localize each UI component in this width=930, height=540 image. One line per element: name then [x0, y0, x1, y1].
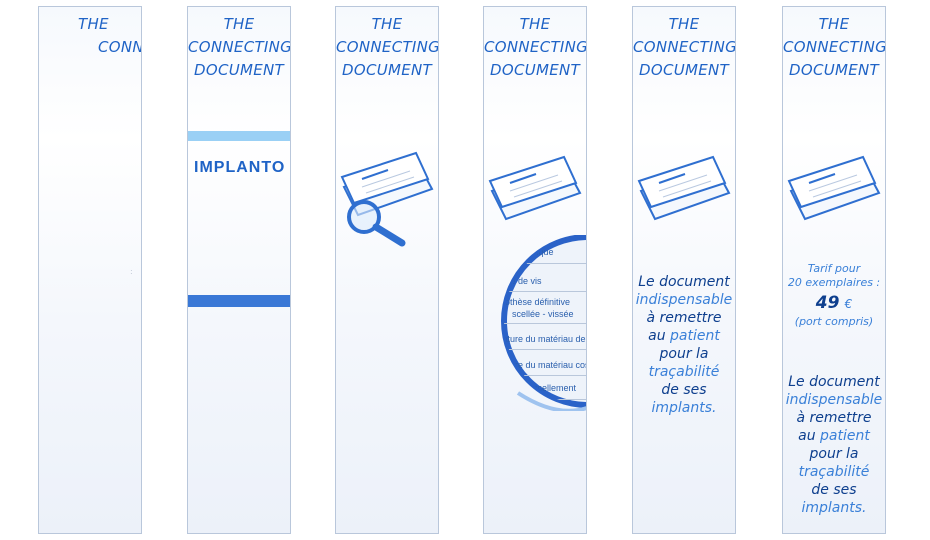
- headline-line: THE: [519, 15, 551, 33]
- panel-4: THE CONNECTING DOCUMENT ier prothétique …: [483, 6, 587, 534]
- panel-5: THE CONNECTING DOCUMENT Le document indi…: [632, 6, 736, 534]
- message-line: à remettre: [796, 410, 872, 426]
- lens-row: Type de vis: [504, 271, 586, 292]
- panel-2: THE CONNECTING DOCUMENT IMPLANTO: [187, 6, 291, 534]
- message-line: au: [798, 428, 816, 444]
- headline-line: CONNECTING: [783, 38, 886, 56]
- headline-line: CONNECTING: [336, 38, 439, 56]
- headline-line: DOCUMENT: [193, 61, 284, 79]
- headline: THE CONNECTING DOCUMENT: [783, 13, 885, 82]
- price-line: Tarif pour: [807, 262, 861, 275]
- document-icon: [488, 155, 582, 221]
- price-line: 20 exemplaires :: [787, 276, 881, 289]
- message-line: au: [648, 328, 666, 344]
- lens-row: Nature du matériau cose: [504, 355, 586, 376]
- headline-line: THE: [78, 15, 109, 33]
- message-line: implants.: [651, 400, 717, 416]
- lens-row: Prothèse définitive: [496, 297, 571, 307]
- panel-1: THE CONNI :: [38, 6, 142, 534]
- headline-line: THE: [223, 15, 255, 33]
- message-line: Le document: [788, 374, 880, 390]
- lens-row: Nature du matériau de c: [504, 329, 586, 350]
- headline: THE CONNECTING DOCUMENT: [484, 13, 586, 82]
- headline-line: THE: [371, 15, 403, 33]
- message-line: indispensable: [785, 392, 883, 408]
- message-line: indispensable: [635, 292, 733, 308]
- headline: THE CONNI: [39, 13, 141, 59]
- message-text: Le document indispensable à remettre au …: [633, 273, 735, 417]
- price-currency: €: [844, 297, 853, 311]
- document-icon: [787, 155, 881, 221]
- magnifier-icon: [347, 200, 406, 247]
- headline-line: CONNI: [98, 38, 141, 56]
- headline-line: DOCUMENT: [489, 61, 580, 79]
- message-line: pour la: [809, 446, 859, 462]
- headline-line: THE: [818, 15, 850, 33]
- message-line: Le document: [638, 274, 730, 290]
- message-line: de ses: [661, 382, 707, 398]
- price-amount-line: 49 €: [783, 292, 885, 315]
- headline-line: DOCUMENT: [341, 61, 432, 79]
- panel-6: THE CONNECTING DOCUMENT Tarif pour 20 ex…: [782, 6, 886, 534]
- brand-text: IMPLANTO: [194, 159, 286, 176]
- message-line: patient: [670, 328, 720, 344]
- headline: THE CONNECTING DOCUMENT: [336, 13, 438, 82]
- message-line: traçabilité: [798, 464, 870, 480]
- price-block: Tarif pour 20 exemplaires : 49 € (port c…: [783, 262, 885, 329]
- document-icon: [637, 155, 731, 221]
- tiny-mark: :: [130, 267, 133, 276]
- price-amount: 49: [815, 293, 840, 313]
- headline-line: DOCUMENT: [638, 61, 729, 79]
- message-line: de ses: [811, 482, 857, 498]
- price-line: (port compris): [794, 315, 874, 328]
- headline: THE CONNECTING DOCUMENT: [633, 13, 735, 82]
- magnified-form: ier prothétique Type de vis Prothèse déf…: [484, 235, 586, 411]
- headline: THE CONNECTING DOCUMENT: [188, 13, 290, 82]
- dark-bar: [188, 295, 290, 307]
- message-line: patient: [820, 428, 870, 444]
- message-line: pour la: [659, 346, 709, 362]
- message-line: traçabilité: [648, 364, 720, 380]
- headline-line: CONNECTING: [484, 38, 587, 56]
- headline-line: CONNECTING: [633, 38, 736, 56]
- headline-line: DOCUMENT: [788, 61, 879, 79]
- message-line: implants.: [801, 500, 867, 516]
- headline-line: CONNECTING: [188, 38, 291, 56]
- message-line: à remettre: [646, 310, 722, 326]
- panel-3: THE CONNECTING DOCUMENT: [335, 6, 439, 534]
- message-text: Le document indispensable à remettre au …: [783, 373, 885, 517]
- lens-row: scellée - vissée: [504, 309, 586, 324]
- light-bar: [188, 131, 290, 141]
- headline-line: THE: [668, 15, 700, 33]
